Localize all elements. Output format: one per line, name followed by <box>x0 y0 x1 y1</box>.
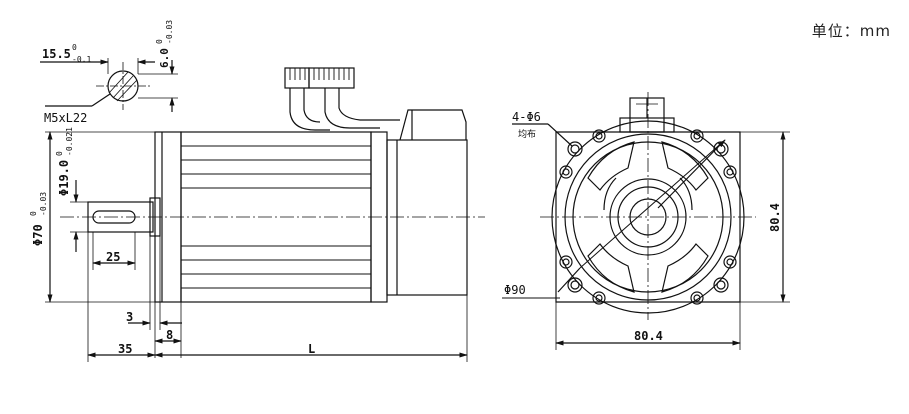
front-labels: 4-Φ6 均布 Φ90 80.4 80.4 <box>504 110 782 343</box>
pilot-upper: 0 <box>29 211 38 216</box>
holes-label: 4-Φ6 <box>512 110 541 124</box>
key-depth-label: 6.0 <box>158 48 171 68</box>
encoder-cover <box>386 139 468 296</box>
shaft-upper: 0 <box>55 151 64 156</box>
key-width-upper: 0 <box>72 43 77 52</box>
side-labels: 15.5 0 -0.1 6.0 0 -0.03 M5xL22 Φ70 0 -0.… <box>29 20 315 356</box>
shaft-dia-label: Φ19.0 <box>57 160 71 196</box>
front-view <box>502 92 790 350</box>
cable-2 <box>324 88 380 129</box>
pilot-lower: -0.03 <box>39 192 48 216</box>
pcd-label: Φ90 <box>504 283 526 297</box>
thread-label: M5xL22 <box>44 111 87 125</box>
units-label: 单位：mm <box>811 22 891 40</box>
connector-2 <box>308 67 355 89</box>
flange-step-label: 3 <box>126 310 133 324</box>
body-length-label: L <box>308 342 315 356</box>
flange-thk-label: 8 <box>166 328 173 342</box>
height-label: 80.4 <box>768 203 782 232</box>
holes-note: 均布 <box>518 128 536 140</box>
key-length-label: 25 <box>106 250 120 264</box>
shaft-lower: -0.021 <box>65 127 74 156</box>
key-depth-lower: -0.03 <box>165 20 174 44</box>
connector-housing <box>399 109 467 141</box>
key-depth-upper: 0 <box>155 39 164 44</box>
mount-hole-bl <box>567 277 583 293</box>
pilot-dia-label: Φ70 <box>31 224 45 246</box>
side-view <box>40 58 485 362</box>
key-width-label: 15.5 <box>42 47 71 61</box>
key-width-lower: -0.1 <box>72 55 91 64</box>
cable-1 <box>289 88 330 131</box>
mount-hole-br <box>713 277 729 293</box>
mount-hole-tl <box>567 141 583 157</box>
shaft-length-label: 35 <box>118 342 132 356</box>
width-label: 80.4 <box>634 329 663 343</box>
